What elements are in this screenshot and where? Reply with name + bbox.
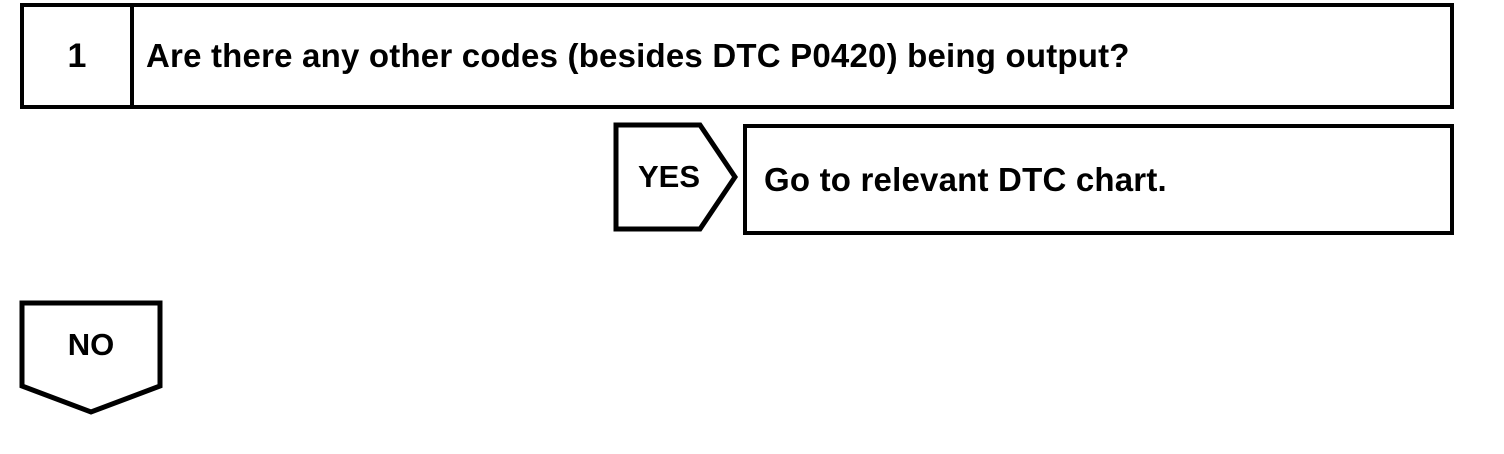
no-arrow-icon xyxy=(19,300,163,415)
step-question-text: Are there any other codes (besides DTC P… xyxy=(146,37,1130,74)
yes-label: YES xyxy=(637,159,701,194)
no-connector: NO xyxy=(19,300,163,415)
yes-action-text: Go to relevant DTC chart. xyxy=(764,160,1167,198)
yes-connector: YES xyxy=(613,122,738,232)
yes-arrow-icon xyxy=(613,122,738,232)
step-number: 1 xyxy=(24,7,134,105)
yes-arrow-shape xyxy=(613,122,738,232)
step-question-box: 1 Are there any other codes (besides DTC… xyxy=(20,3,1454,109)
no-label: NO xyxy=(67,326,115,362)
yes-action-box: Go to relevant DTC chart. xyxy=(743,124,1454,235)
no-arrow-shape xyxy=(19,300,163,415)
